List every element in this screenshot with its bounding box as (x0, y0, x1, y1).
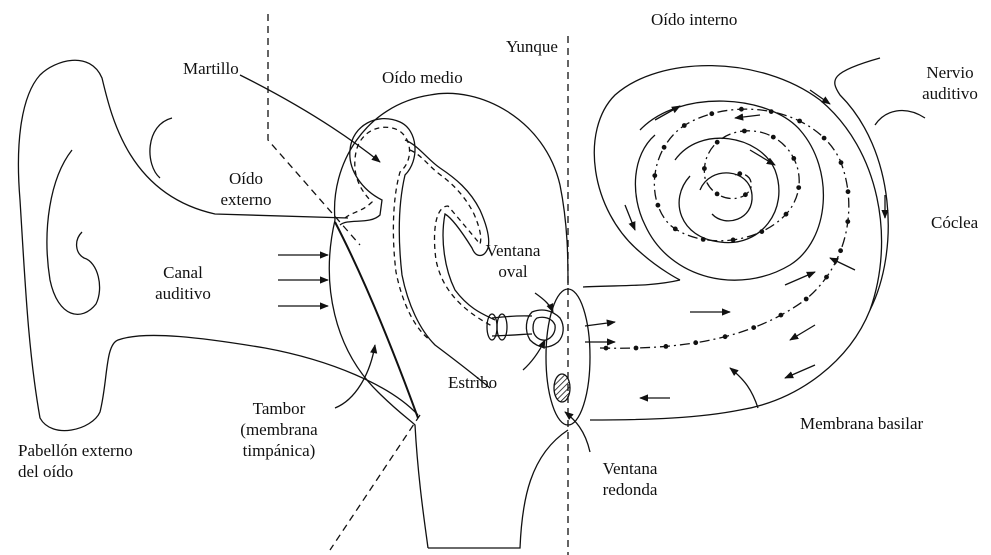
membrane-bead (737, 171, 742, 176)
membrane-bead (791, 156, 796, 161)
membrane-bead (779, 313, 784, 318)
label-martillo: Martillo (183, 58, 239, 79)
label-tambor-line1: Tambor (232, 398, 326, 419)
label-pabellon-line2: del oído (18, 461, 133, 482)
membrane-bead (693, 340, 698, 345)
membrane-bead (673, 227, 678, 232)
basilar-membrane-beads (604, 107, 851, 351)
label-ventana-oval-line2: oval (478, 261, 548, 282)
label-coclea: Cóclea (931, 212, 978, 233)
boundary-lines (268, 14, 568, 555)
membrane-bead (824, 275, 829, 280)
eardrum (335, 222, 418, 418)
membrane-bead (838, 248, 843, 253)
label-tambor: Tambor (membrana timpánica) (232, 398, 326, 461)
membrane-bead (846, 189, 851, 194)
label-oido-externo-line1: Oído (216, 168, 276, 189)
label-canal-line1: Canal (148, 262, 218, 283)
membrane-bead (751, 325, 756, 330)
membrane-bead (723, 334, 728, 339)
membrane-bead (715, 192, 720, 197)
label-nervio-line2: auditivo (915, 83, 985, 104)
membrane-bead (822, 136, 827, 141)
membrane-bead (715, 140, 720, 145)
label-membrana-basilar: Membrana basilar (800, 413, 923, 434)
label-nervio-line1: Nervio (915, 62, 985, 83)
membrane-bead (656, 203, 661, 208)
membrane-bead (796, 185, 801, 190)
label-oido-medio: Oído medio (382, 67, 463, 88)
pinna (18, 60, 418, 430)
membrane-bead (739, 107, 744, 112)
membrane-bead (731, 238, 736, 243)
membrane-bead (845, 219, 850, 224)
membrane-bead (701, 237, 706, 242)
label-ventana-oval: Ventana oval (478, 240, 548, 282)
membrane-bead (771, 135, 776, 140)
label-ventana-oval-line1: Ventana (478, 240, 548, 261)
membrane-bead (759, 229, 764, 234)
fluid-flow-arrows (585, 90, 885, 398)
label-nervio-auditivo: Nervio auditivo (915, 62, 985, 104)
stapes (487, 310, 563, 347)
label-pabellon: Pabellón externo del oído (18, 440, 133, 482)
label-ventana-redonda-line2: redonda (590, 479, 670, 500)
label-tambor-line3: timpánica) (232, 440, 326, 461)
label-oido-externo-line2: externo (216, 189, 276, 210)
membrane-bead (784, 212, 789, 217)
membrane-bead (652, 173, 657, 178)
membrane-bead (742, 129, 747, 134)
membrane-bead (604, 346, 609, 351)
membrane-bead (804, 297, 809, 302)
label-tambor-line2: (membrana (232, 419, 326, 440)
cochlea (583, 58, 925, 420)
membrane-bead (664, 344, 669, 349)
membrane-bead (682, 123, 687, 128)
label-canal-line2: auditivo (148, 283, 218, 304)
label-canal-auditivo: Canal auditivo (148, 262, 218, 304)
vestibule-disk (546, 289, 590, 425)
membrane-bead (797, 119, 802, 124)
malleus (340, 119, 490, 388)
incus (405, 140, 495, 326)
label-estribo: Estribo (448, 372, 497, 393)
membrane-bead (839, 160, 844, 165)
round-window (554, 374, 570, 402)
membrane-bead (662, 145, 667, 150)
membrane-bead (743, 192, 748, 197)
sound-wave-arrows (278, 255, 328, 306)
label-yunque: Yunque (506, 36, 558, 57)
middle-ear-body (329, 93, 568, 548)
membrane-bead (634, 346, 639, 351)
label-oido-interno: Oído interno (651, 9, 737, 30)
label-oido-externo: Oído externo (216, 168, 276, 210)
membrane-bead (702, 166, 707, 171)
membrane-bead (769, 109, 774, 114)
label-pabellon-line1: Pabellón externo (18, 440, 133, 461)
membrane-bead (709, 111, 714, 116)
label-ventana-redonda-line1: Ventana (590, 458, 670, 479)
label-ventana-redonda: Ventana redonda (590, 458, 670, 500)
